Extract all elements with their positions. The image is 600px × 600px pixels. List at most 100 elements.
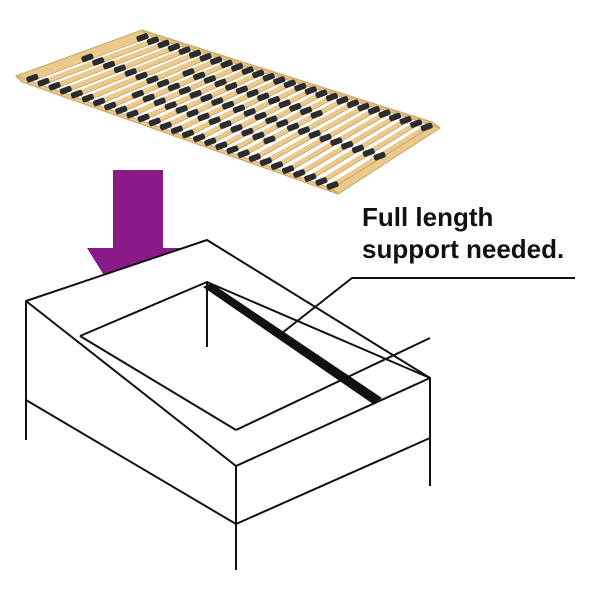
slat-clip: [373, 151, 386, 161]
slat-clip: [362, 148, 375, 157]
slat-clip: [124, 68, 137, 77]
slat-clip: [293, 169, 306, 178]
slat-clip: [273, 76, 286, 85]
slat-clip: [265, 115, 278, 125]
slat-clip: [226, 145, 239, 155]
slat-clip: [102, 60, 116, 70]
slat-clip: [294, 82, 307, 92]
slat-clip: [159, 121, 172, 131]
slat-clip: [131, 89, 144, 99]
slat-clip: [315, 89, 328, 99]
center-support-bar: [203, 283, 382, 404]
slat-clip: [193, 133, 206, 143]
slat-clip: [315, 177, 328, 186]
slat-clip: [178, 86, 191, 95]
slat-clip: [178, 46, 191, 55]
slat-clip: [81, 93, 95, 103]
slat-clip: [92, 57, 105, 66]
slat-clip: [283, 79, 296, 89]
slat-clip: [188, 49, 202, 59]
slat-clip: [181, 129, 195, 139]
callout-leader-line: [281, 277, 575, 334]
slat-clip: [126, 109, 139, 119]
slat-clips: [26, 33, 433, 190]
box-inner-left: [79, 335, 237, 431]
slat-clip: [378, 109, 391, 118]
slat-clip: [399, 115, 412, 125]
slat-clip: [136, 33, 149, 42]
slat-clip: [81, 53, 94, 63]
slat-clip: [70, 89, 83, 99]
callout-line-2: support needed.: [362, 234, 564, 264]
bed-base-frame-icon: [25, 239, 431, 570]
slat-clip: [367, 106, 381, 115]
slat-clip: [148, 117, 161, 127]
slat-clip: [388, 112, 402, 122]
slat-clip: [336, 96, 349, 105]
slat-clip: [146, 36, 160, 46]
down-arrow-icon: [87, 170, 189, 330]
slat-clip: [26, 73, 39, 83]
slat-clip: [410, 119, 423, 128]
slat-clip: [92, 97, 106, 107]
slat-clip: [142, 93, 155, 103]
slat-clip: [289, 103, 302, 112]
box-inner-right: [235, 337, 431, 431]
slat-clip: [235, 85, 249, 95]
slat-clip: [175, 105, 188, 114]
slat-clip: [346, 99, 360, 109]
slat-clip: [243, 108, 256, 117]
slat-clip: [221, 100, 235, 110]
slat-clip: [208, 116, 221, 126]
slat-clip: [232, 104, 246, 114]
slat-clip: [420, 122, 433, 132]
slat-clip: [146, 75, 159, 84]
slat-clip: [220, 59, 233, 69]
slat-clip: [304, 86, 317, 95]
slat-clip: [135, 71, 148, 81]
slat-clip: [137, 113, 150, 123]
slat-clip: [241, 66, 254, 75]
slat-clip: [241, 127, 254, 137]
slat-clip: [197, 112, 210, 122]
slat-clip: [200, 93, 213, 103]
slat-clip: [199, 52, 212, 62]
slat-clip: [186, 108, 199, 118]
slatted-bed-frame-icon: [15, 29, 441, 195]
slat-clip: [267, 96, 281, 105]
slat-clip: [193, 71, 206, 81]
slat-clip: [157, 39, 170, 49]
slat-clip: [189, 89, 202, 99]
slat-clip: [210, 56, 223, 65]
slat-clip: [259, 157, 272, 166]
slat-clip: [276, 119, 289, 128]
slat-clip: [308, 130, 321, 139]
slat-clip: [164, 101, 177, 110]
slat-clip: [252, 69, 265, 79]
slat-clip: [286, 122, 300, 132]
slat-clip: [113, 64, 126, 74]
slat-clip: [170, 125, 183, 135]
slat-clip: [319, 133, 332, 143]
slat-clip: [246, 89, 259, 98]
slat-clip: [167, 82, 181, 92]
slat-clip: [203, 75, 216, 84]
slat-clip: [219, 120, 232, 129]
slat-clip: [304, 173, 317, 182]
slat-clip: [330, 137, 343, 146]
slat-clip: [248, 153, 261, 162]
slat-clip: [214, 78, 227, 88]
slat-clip: [252, 131, 265, 141]
slat-clip: [167, 43, 181, 52]
slat-clip: [59, 85, 72, 95]
slat-clip: [237, 149, 250, 158]
slat-clip: [326, 181, 339, 190]
slat-clip: [48, 81, 61, 91]
slat-clip: [104, 101, 117, 111]
slat-clip: [310, 109, 323, 119]
slat-clip: [37, 77, 50, 87]
slat-clip: [270, 161, 284, 170]
slat-clip: [153, 97, 166, 107]
slat-clip: [204, 137, 217, 147]
